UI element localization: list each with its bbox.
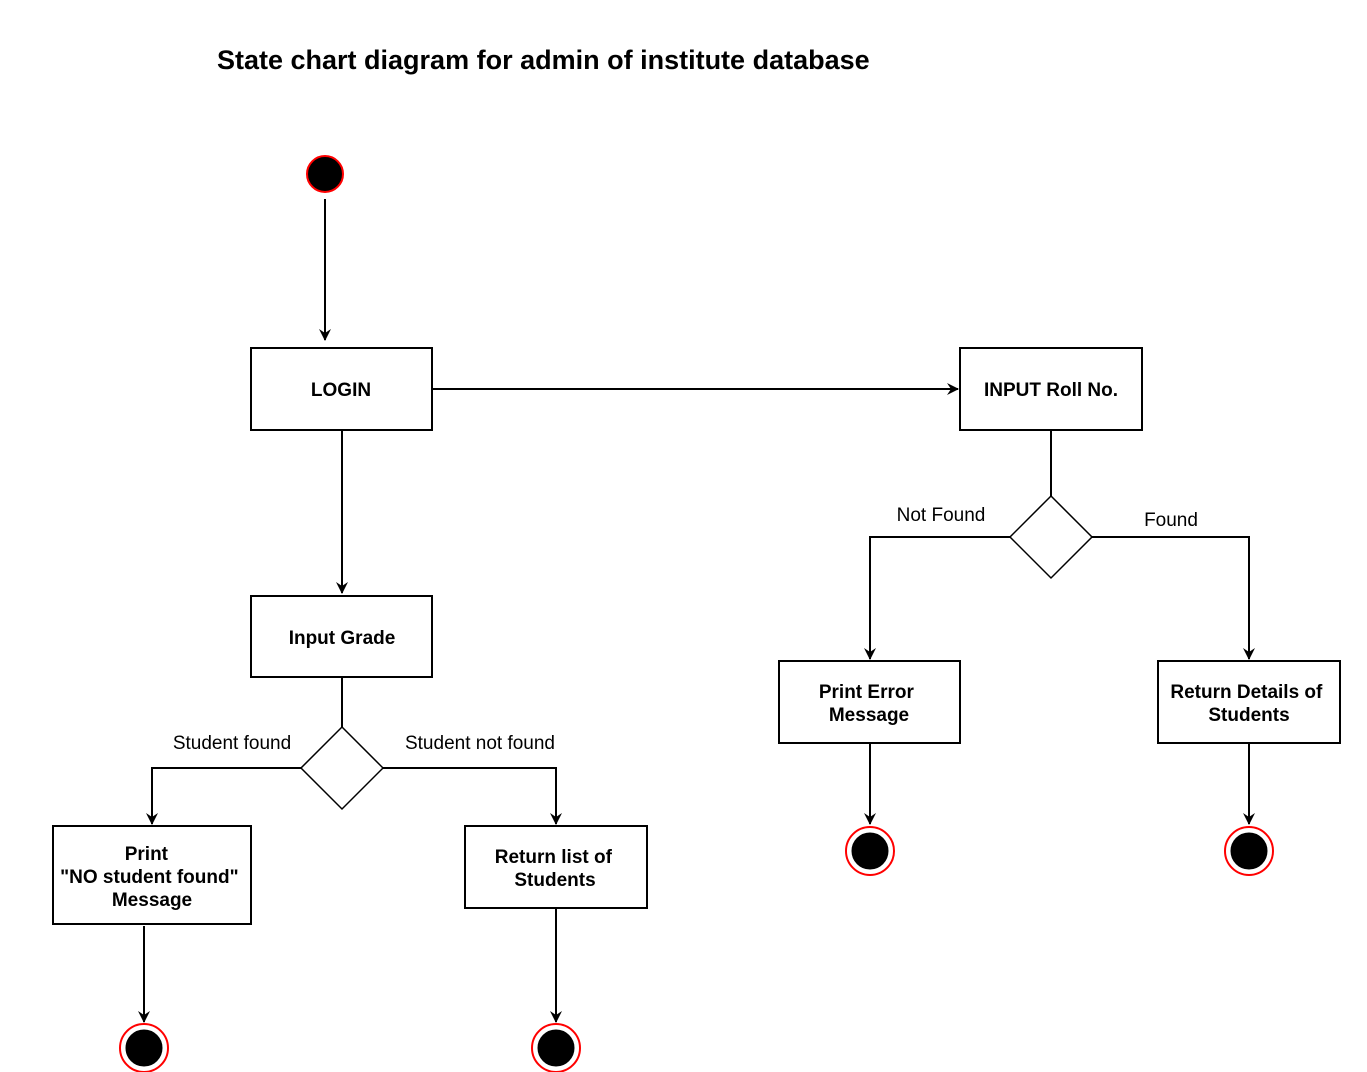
edge-label-found: Found	[1144, 510, 1198, 531]
diagram-title: State chart diagram for admin of institu…	[217, 45, 870, 75]
initial-state	[306, 155, 344, 193]
final-state-return-details	[1224, 826, 1274, 876]
edge-found	[1092, 536, 1255, 660]
edge-student-not-found	[383, 767, 562, 825]
state-print-no-student-line-1: Print	[125, 844, 169, 865]
state-return-list-line-2: Students	[514, 870, 595, 891]
state-print-no-student-label: Print "NO student found" Message	[60, 844, 244, 911]
state-login: LOGIN	[250, 347, 433, 431]
state-input-roll: INPUT Roll No.	[959, 347, 1143, 431]
state-print-no-student-line-2: "NO student found"	[60, 867, 238, 888]
state-print-error: Print Error Message	[778, 660, 961, 744]
state-return-list: Return list of Students	[464, 825, 648, 909]
state-input-grade: Input Grade	[250, 595, 433, 678]
state-input-roll-label: INPUT Roll No.	[984, 380, 1118, 401]
state-print-error-line-1: Print Error	[819, 682, 915, 703]
final-state-return-list	[531, 1023, 581, 1072]
final-state-print-error	[845, 826, 895, 876]
decision-roll-found	[1008, 494, 1094, 580]
decision-student-found	[299, 725, 385, 811]
state-return-details-line-1: Return Details of	[1170, 682, 1323, 703]
edge-label-not-found: Not Found	[897, 505, 986, 526]
state-print-no-student-line-3: Message	[112, 890, 192, 911]
edge-label-student-found: Student found	[173, 733, 291, 754]
state-return-details-line-2: Students	[1208, 705, 1289, 726]
state-return-details-label: Return Details of Students	[1170, 682, 1327, 726]
state-login-label: LOGIN	[311, 380, 371, 401]
state-print-error-label: Print Error Message	[819, 682, 919, 726]
final-state-print-no-student	[119, 1023, 169, 1072]
state-print-no-student: Print "NO student found" Message	[52, 825, 252, 925]
edge-not-found	[864, 536, 1010, 660]
state-return-details: Return Details of Students	[1157, 660, 1341, 744]
edge-label-student-not-found: Student not found	[405, 733, 555, 754]
state-print-error-line-2: Message	[829, 705, 909, 726]
state-return-list-line-1: Return list of	[495, 847, 613, 868]
state-return-list-label: Return list of Students	[495, 847, 617, 891]
state-input-grade-label: Input Grade	[289, 628, 396, 649]
edge-student-found	[146, 767, 301, 825]
